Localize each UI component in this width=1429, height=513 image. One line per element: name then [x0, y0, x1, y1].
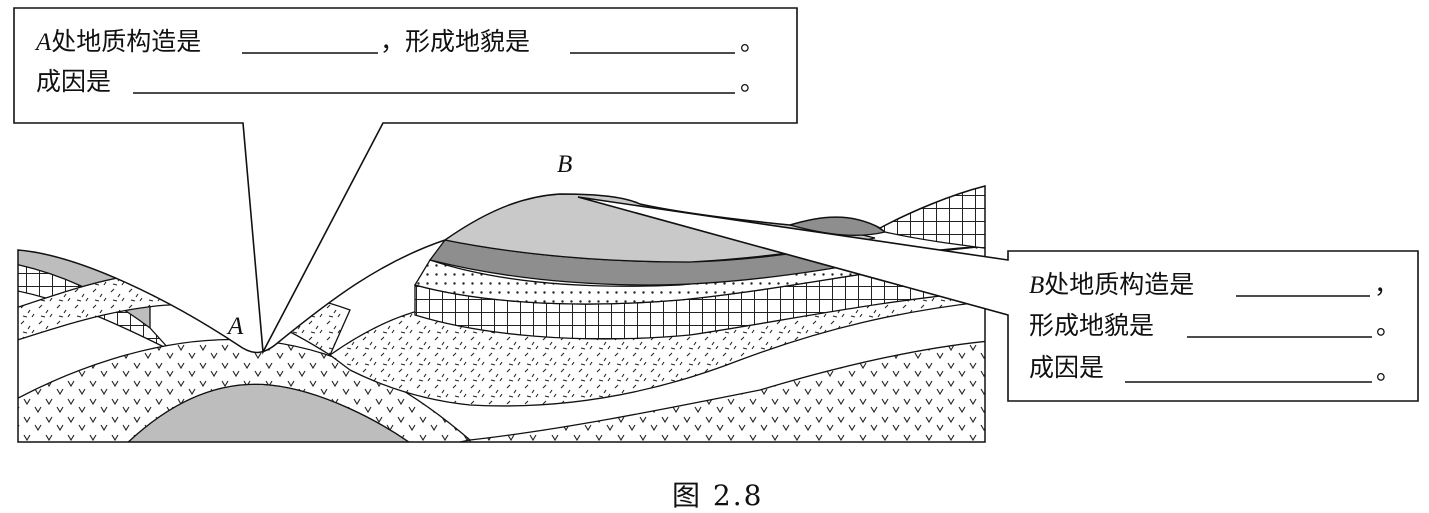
- callout-a-line1: A处地质构造是: [34, 27, 201, 56]
- callout-a: A处地质构造是 ，形成地貌是 。 成因是 。: [13, 7, 798, 355]
- stratum-v-right: [469, 339, 985, 442]
- callout-b: B处地质构造是 ， 形成地貌是 。 成因是 。: [577, 196, 1419, 402]
- cross-section: [18, 186, 985, 442]
- callout-b-line3-end: 。: [1376, 356, 1401, 385]
- callout-b-box: [577, 196, 1419, 402]
- callout-b-line2-end: 。: [1376, 311, 1401, 340]
- cross-section-outline: [17, 185, 986, 443]
- callout-a-line1-end: 。: [740, 27, 765, 56]
- callout-b-line3: 成因是: [1029, 353, 1104, 382]
- point-a-label: A: [226, 313, 244, 340]
- point-b-label: B: [557, 151, 572, 178]
- figure-caption: 图 2.8: [672, 479, 763, 512]
- callout-b-line2: 形成地貌是: [1029, 311, 1154, 340]
- callout-a-line2-end: 。: [740, 67, 765, 96]
- callout-b-line1: B处地质构造是: [1029, 270, 1194, 299]
- callout-a-box: [13, 7, 798, 355]
- callout-a-line2: 成因是: [36, 67, 111, 96]
- stratum-dots-syncline: [414, 244, 985, 305]
- callout-b-line1-end: ，: [1374, 270, 1399, 299]
- callout-a-line1-mid: ，形成地貌是: [380, 27, 530, 56]
